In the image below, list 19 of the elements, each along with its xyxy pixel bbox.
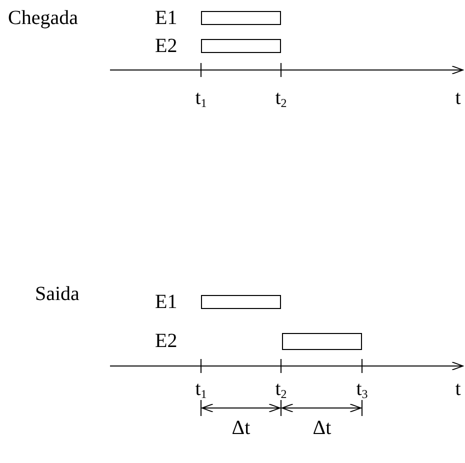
time-label: t$_{1}$ xyxy=(195,379,207,399)
timing-bar xyxy=(201,39,281,53)
axis-label: t xyxy=(455,88,461,108)
signal-label: E1 xyxy=(155,8,178,28)
time-label: t$_{2}$ xyxy=(275,379,287,399)
time-label: t$_{2}$ xyxy=(275,88,287,108)
panel-title: Chegada xyxy=(8,8,78,28)
time-label: t$_{3}$ xyxy=(356,379,368,399)
signal-label: E2 xyxy=(155,36,178,56)
timing-bar xyxy=(201,295,281,309)
time-label: t$_{1}$ xyxy=(195,88,207,108)
interval-label: Δt xyxy=(232,418,250,438)
interval-label: Δt xyxy=(312,418,332,438)
signal-label: E1 xyxy=(155,292,178,312)
axis-label: t xyxy=(455,379,461,399)
signal-label: E2 xyxy=(155,331,178,351)
panel-title: Saida xyxy=(35,284,80,304)
timing-bar xyxy=(201,11,281,25)
timing-bar xyxy=(282,333,362,350)
